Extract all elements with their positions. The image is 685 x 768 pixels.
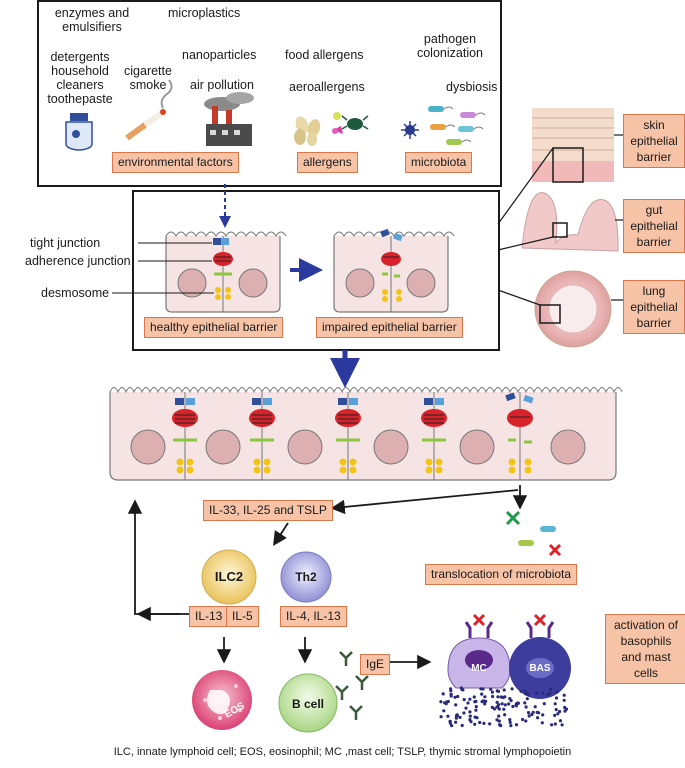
skin-tissue-icon [532, 108, 614, 183]
aeroallergens-label: aeroallergens [289, 80, 365, 94]
barrier-comparison-panel [132, 190, 500, 351]
food-allergens-label: food allergens [285, 48, 364, 62]
enzymes-label: enzymes and emulsifiers [54, 6, 130, 34]
junction-pointers [112, 242, 214, 294]
microplastics-label: microplastics [168, 6, 241, 20]
adherence-junction-label: adherence junction [25, 254, 131, 268]
pollen-icon [332, 112, 343, 134]
th2-cell [280, 551, 332, 603]
nanoparticles-label: nanoparticles [182, 48, 257, 62]
detergent-bottle-icon [65, 113, 93, 151]
cascade-arrows [127, 485, 528, 670]
ige-label: IgE [360, 654, 391, 675]
desmosome-label: desmosome [41, 286, 110, 300]
pathogen-label: pathogen colonization [416, 32, 483, 60]
food-allergen-icon [294, 116, 321, 146]
figure-caption: ILC, innate lymphoid cell; EOS, eosinoph… [113, 746, 572, 758]
il13-label: IL-13 [189, 606, 229, 627]
cigarette-icon [125, 79, 173, 141]
mast-cell [447, 613, 511, 689]
lung-tissue-icon [534, 270, 612, 348]
mc-label: MC [471, 663, 487, 674]
factory-icon [204, 92, 254, 146]
healthy-barrier-label: healthy epithelial barrier [144, 317, 284, 338]
healthy-cells [165, 231, 287, 313]
gut-tissue-icon [521, 192, 619, 252]
translocated-microbiota-icon [505, 510, 562, 557]
air-pollution-label: air pollution [190, 78, 254, 92]
activation-label: activation of basophils and mast cells [605, 614, 685, 684]
translocation-label: translocation of microbiota [425, 564, 578, 585]
impaired-barrier-label: impaired epithelial barrier [316, 317, 463, 338]
environment-panel [37, 0, 502, 187]
ilc2-label: ILC2 [214, 569, 244, 584]
detergents-label: detergents household cleaners toothepast… [47, 50, 113, 106]
eosinophil-cell [192, 670, 252, 730]
dust-mite-icon [341, 115, 369, 130]
released-granules [439, 686, 569, 728]
il5-label: IL-5 [226, 606, 259, 627]
microbiota-label: microbiota [405, 152, 473, 173]
impaired-cells [333, 228, 455, 313]
lung-barrier-label: lung epithelial barrier [623, 280, 685, 334]
b-cell [278, 673, 338, 733]
tight-junction-label: tight junction [30, 236, 101, 250]
ige-antibody-icon [335, 651, 369, 720]
bcell-label: B cell [291, 697, 324, 711]
bacteria-icon [428, 106, 486, 145]
environmental-factors-label: environmental factors [112, 152, 239, 173]
dysbiosis-label: dysbiosis [446, 80, 498, 94]
cytokines-label: IL-33, IL-25 and TSLP [203, 500, 333, 521]
skin-barrier-label: skin epithelial barrier [623, 114, 685, 168]
allergens-label: allergens [297, 152, 358, 173]
ilc2-cell [201, 549, 257, 605]
bas-label: BAS [529, 663, 551, 674]
cigarette-label: cigarette smoke [124, 64, 172, 92]
th2-label: Th2 [295, 570, 317, 584]
gut-barrier-label: gut epithelial barrier [623, 199, 685, 253]
virus-icon [401, 121, 419, 139]
inset-pointer-lines [497, 134, 623, 306]
il4-il13-label: IL-4, IL-13 [280, 606, 347, 627]
large-epithelium [109, 387, 623, 481]
basophil-cell [509, 613, 571, 699]
